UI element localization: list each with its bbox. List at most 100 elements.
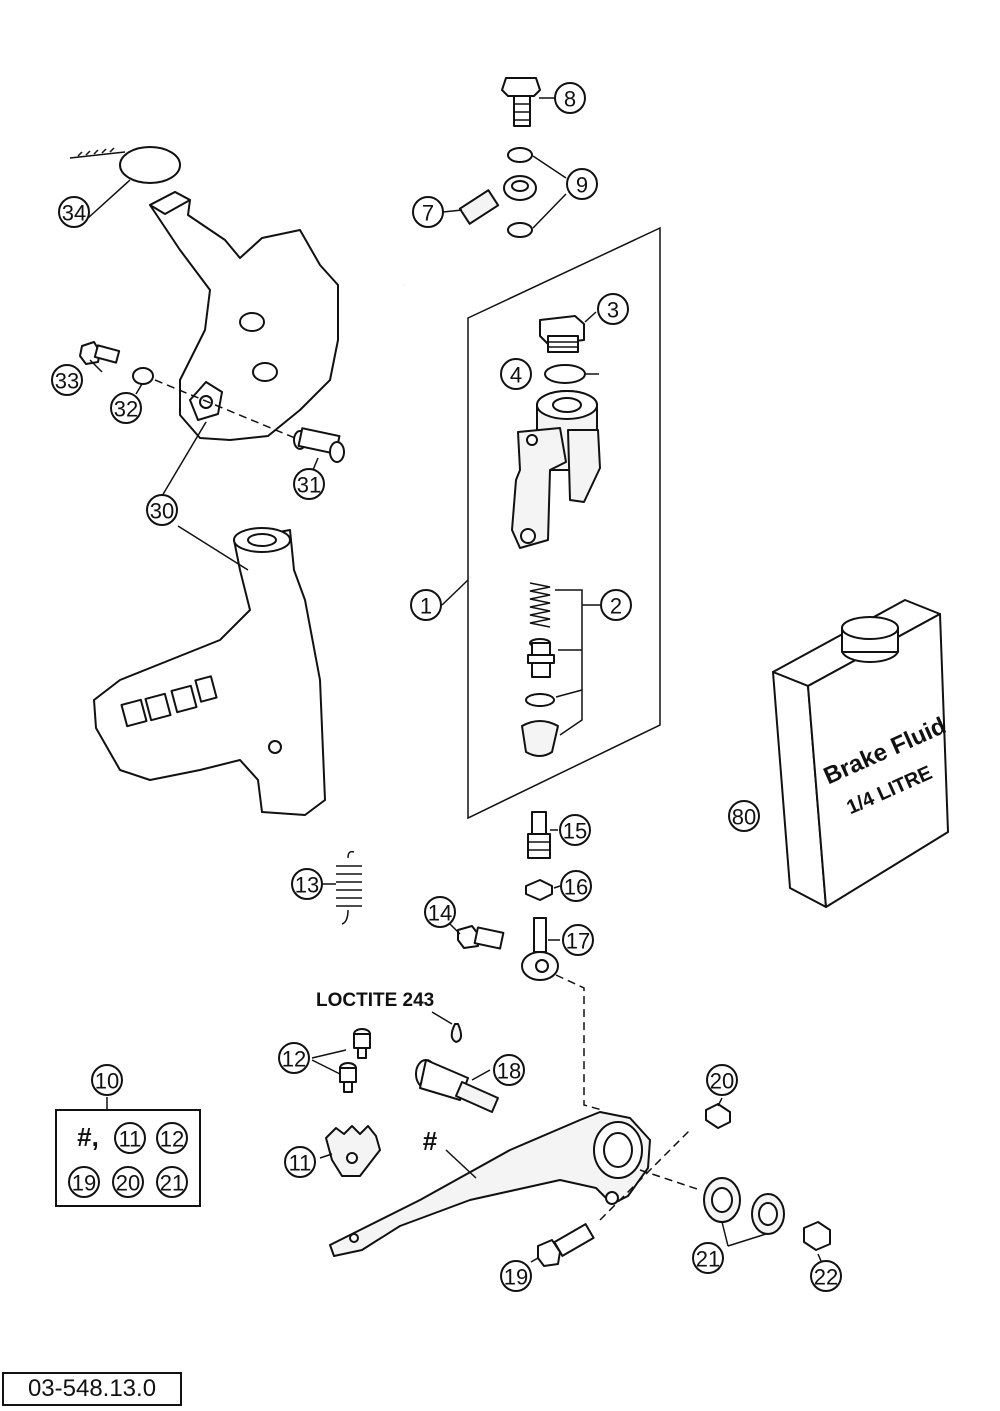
svg-text:14: 14 <box>428 901 452 926</box>
banjo-bolt <box>501 77 541 127</box>
svg-text:2: 2 <box>610 594 622 619</box>
push-rod-nut <box>525 879 553 901</box>
bushing-31 <box>293 427 345 463</box>
nut-22 <box>803 1221 831 1251</box>
svg-text:12: 12 <box>282 1047 306 1072</box>
svg-text:19: 19 <box>72 1171 96 1196</box>
callout-18: 18 <box>493 1054 525 1086</box>
svg-text:20: 20 <box>710 1069 734 1094</box>
svg-text:1: 1 <box>420 594 432 619</box>
pedal-hash-mark: # <box>423 1126 438 1156</box>
callout-8: 8 <box>554 82 586 114</box>
pivot-bolt <box>415 1059 499 1113</box>
callout-14: 14 <box>424 896 456 928</box>
sealing-washer-upper <box>507 147 533 163</box>
bearing-outer <box>703 1177 741 1223</box>
svg-text:12: 12 <box>160 1127 184 1152</box>
screw-33 <box>79 341 121 365</box>
svg-text:80: 80 <box>732 805 756 830</box>
kit-prefix: #, <box>77 1122 99 1152</box>
kit-item-12: 12 <box>156 1122 188 1154</box>
clevis-bolt <box>457 925 505 950</box>
callout-34: 34 <box>58 196 90 228</box>
svg-text:8: 8 <box>564 87 576 112</box>
svg-text:3: 3 <box>607 298 619 323</box>
svg-text:4: 4 <box>510 363 522 388</box>
callout-22: 22 <box>810 1260 842 1292</box>
callout-3: 3 <box>597 293 629 325</box>
brake-fluid-can <box>772 599 949 908</box>
kit-item-11: 11 <box>114 1122 146 1154</box>
kit-item-20: 20 <box>112 1166 144 1198</box>
svg-text:19: 19 <box>504 1265 528 1290</box>
kit-item-19: 19 <box>68 1166 100 1198</box>
svg-text:18: 18 <box>497 1059 521 1084</box>
callout-21: 21 <box>692 1242 724 1274</box>
push-rod <box>527 811 551 859</box>
piston <box>527 638 555 678</box>
svg-text:32: 32 <box>114 397 138 422</box>
brake-pedal <box>329 1111 651 1257</box>
dust-boot <box>521 720 559 757</box>
document-id-box: 03-548.13.0 <box>2 1372 182 1406</box>
svg-text:21: 21 <box>696 1247 720 1272</box>
callout-80: 80 <box>728 800 760 832</box>
svg-text:30: 30 <box>150 499 174 524</box>
frame-guard-lower <box>93 527 326 816</box>
callout-9: 9 <box>566 168 598 200</box>
return-spring <box>336 850 362 925</box>
brake-line <box>401 175 537 287</box>
svg-text:20: 20 <box>116 1171 140 1196</box>
step-screw-upper <box>353 1028 371 1059</box>
callout-31: 31 <box>293 468 325 500</box>
callout-12: 12 <box>278 1042 310 1074</box>
svg-text:13: 13 <box>295 873 319 898</box>
loctite-label: LOCTITE 243 <box>316 990 434 1011</box>
svg-text:10: 10 <box>95 1069 119 1094</box>
svg-text:21: 21 <box>160 1171 184 1196</box>
callout-4: 4 <box>500 358 532 390</box>
callout-13: 13 <box>291 868 323 900</box>
step-screw-lower <box>339 1062 357 1093</box>
svg-text:11: 11 <box>289 1151 312 1176</box>
callout-33: 33 <box>51 364 83 396</box>
svg-text:34: 34 <box>62 201 86 226</box>
piston-seal-ring <box>525 693 555 707</box>
svg-text:9: 9 <box>576 173 588 198</box>
callout-16: 16 <box>560 870 592 902</box>
frame-guard-upper <box>149 191 339 441</box>
reservoir-screw-cap <box>539 315 585 353</box>
svg-text:33: 33 <box>55 369 79 394</box>
nut-20 <box>705 1103 731 1129</box>
sealing-washer-lower <box>507 222 533 238</box>
svg-text:11: 11 <box>119 1127 142 1152</box>
piston-spring <box>529 582 551 628</box>
svg-text:22: 22 <box>814 1265 838 1290</box>
document-id: 03-548.13.0 <box>27 1375 157 1402</box>
callout-2: 2 <box>600 589 632 621</box>
callout-7: 7 <box>412 196 444 228</box>
callout-32: 32 <box>110 392 142 424</box>
callout-10: 10 <box>91 1064 123 1096</box>
loctite-drop <box>450 1023 462 1043</box>
pedal-bolt <box>537 1223 595 1267</box>
kit-item-21: 21 <box>156 1166 188 1198</box>
master-cylinder-body <box>511 390 601 549</box>
cable-tie <box>69 146 181 184</box>
o-ring <box>544 364 586 384</box>
bearing-inner <box>751 1193 785 1235</box>
washer-32 <box>132 367 154 385</box>
callout-11: 11 <box>284 1146 316 1178</box>
foot-brake-step <box>325 1125 381 1177</box>
svg-text:7: 7 <box>422 201 434 226</box>
callout-20: 20 <box>706 1064 738 1096</box>
clevis-eye <box>521 917 559 981</box>
callout-19: 19 <box>500 1260 532 1292</box>
callout-1: 1 <box>410 589 442 621</box>
callout-30: 30 <box>146 494 178 526</box>
svg-text:17: 17 <box>566 929 590 954</box>
master-cylinder-group-outline <box>467 226 661 820</box>
svg-text:16: 16 <box>564 875 588 900</box>
svg-text:31: 31 <box>297 473 321 498</box>
